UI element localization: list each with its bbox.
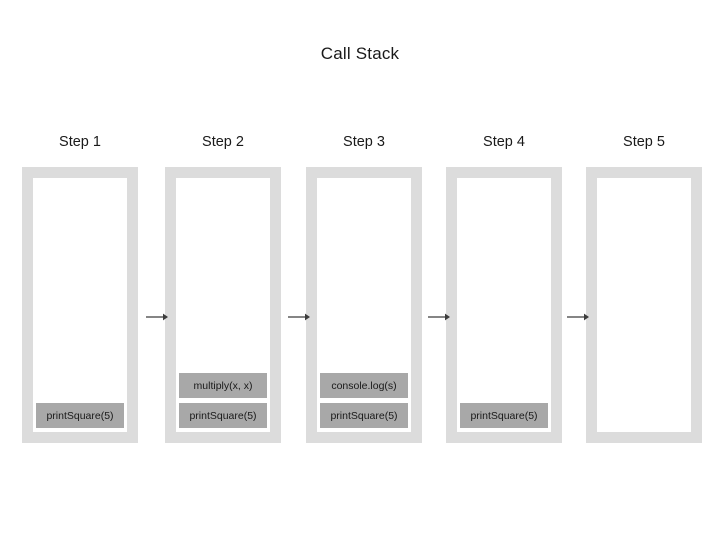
stack-frame: printSquare(5) xyxy=(460,403,548,428)
step-column-2: Step 2 multiply(x, x) printSquare(5) xyxy=(165,134,281,454)
stack-box-3: console.log(s) printSquare(5) xyxy=(306,167,422,443)
arrow-right-icon xyxy=(425,308,452,326)
step-label-3: Step 3 xyxy=(343,134,385,150)
stack-frame: printSquare(5) xyxy=(179,403,267,428)
stack-frame: printSquare(5) xyxy=(36,403,124,428)
stack-box-1: printSquare(5) xyxy=(22,167,138,443)
arrow-right-icon xyxy=(564,308,591,326)
page-title: Call Stack xyxy=(320,44,400,63)
stack-frame: multiply(x, x) xyxy=(179,373,267,398)
step-column-4: Step 4 printSquare(5) xyxy=(446,134,562,454)
stack-box-2: multiply(x, x) printSquare(5) xyxy=(165,167,281,443)
step-label-4: Step 4 xyxy=(483,134,525,150)
step-column-3: Step 3 console.log(s) printSquare(5) xyxy=(306,134,422,454)
arrow-right-icon xyxy=(143,308,170,326)
step-column-1: Step 1 printSquare(5) xyxy=(22,134,138,454)
step-label-5: Step 5 xyxy=(623,134,665,150)
steps-row: Step 1 printSquare(5) Step 2 multiply(x,… xyxy=(0,134,720,454)
step-label-1: Step 1 xyxy=(59,134,101,150)
step-label-2: Step 2 xyxy=(202,134,244,150)
stack-box-4: printSquare(5) xyxy=(446,167,562,443)
arrow-right-icon xyxy=(285,308,312,326)
stack-frame: console.log(s) xyxy=(320,373,408,398)
step-column-5: Step 5 xyxy=(586,134,702,454)
stack-box-5 xyxy=(586,167,702,443)
stack-frame: printSquare(5) xyxy=(320,403,408,428)
